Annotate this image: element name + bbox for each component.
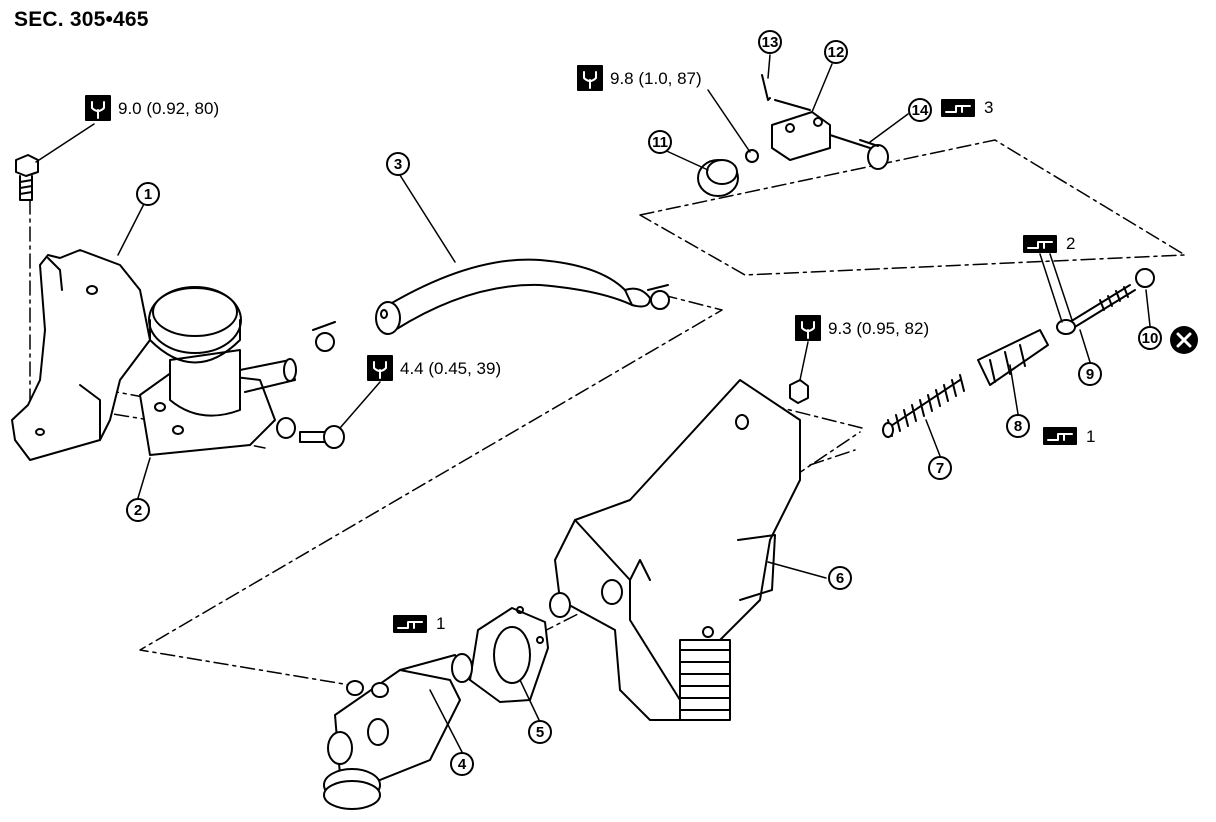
grease-apply-icon [1023,235,1057,253]
gasket-part-5 [469,606,549,703]
callout-8: 8 [1006,414,1030,438]
grease-apply-icon [941,99,975,117]
grease-ref-9: 2 [1066,234,1076,253]
torque-wrench-icon [367,355,393,381]
grease-ref-14: 3 [984,98,994,117]
torque-spec-clevis: 9.8 (1.0, 87) [610,69,702,88]
bolt-reservoir [276,417,345,449]
boot-part-8 [977,329,1049,386]
torque-spec-nut: 9.3 (0.95, 82) [828,319,930,338]
callout-5: 5 [528,720,552,744]
grease-ref-4: 1 [436,614,446,633]
clevis-assembly [697,74,889,197]
spring-part-7 [882,374,965,438]
snap-ring-part-10 [1135,268,1155,288]
operating-cylinder-part-4 [323,653,473,810]
grease-ref-8: 1 [1086,427,1096,446]
callout-12: 12 [824,40,848,64]
grease-apply-icon [393,615,427,633]
leader-lines [35,54,1151,753]
section-number: SEC. 305•465 [14,8,149,31]
callout-10: 10 [1138,326,1162,350]
callout-6: 6 [828,566,852,590]
do-not-reuse-icon [1170,326,1198,354]
callout-1: 1 [136,182,160,206]
bolt-top-left [15,154,39,201]
reservoir-part-2 [139,286,297,456]
callout-11: 11 [648,130,672,154]
nut-part [789,379,809,404]
torque-spec-reservoir: 4.4 (0.45, 39) [400,359,502,378]
callout-9: 9 [1078,362,1102,386]
pushrod-part-9 [1056,284,1136,335]
torque-wrench-icon [85,95,111,121]
master-cylinder-part-6 [549,379,801,721]
grease-apply-icon [1043,427,1077,445]
torque-wrench-icon [795,315,821,341]
torque-spec-bolt: 9.0 (0.92, 80) [118,99,220,118]
callout-3: 3 [386,152,410,176]
callout-2: 2 [126,498,150,522]
callout-14: 14 [908,98,932,122]
hose-part-3 [312,258,670,352]
callout-4: 4 [450,752,474,776]
torque-wrench-icon [577,65,603,91]
callout-7: 7 [928,456,952,480]
callout-13: 13 [758,30,782,54]
bracket-part-1 [11,249,151,461]
